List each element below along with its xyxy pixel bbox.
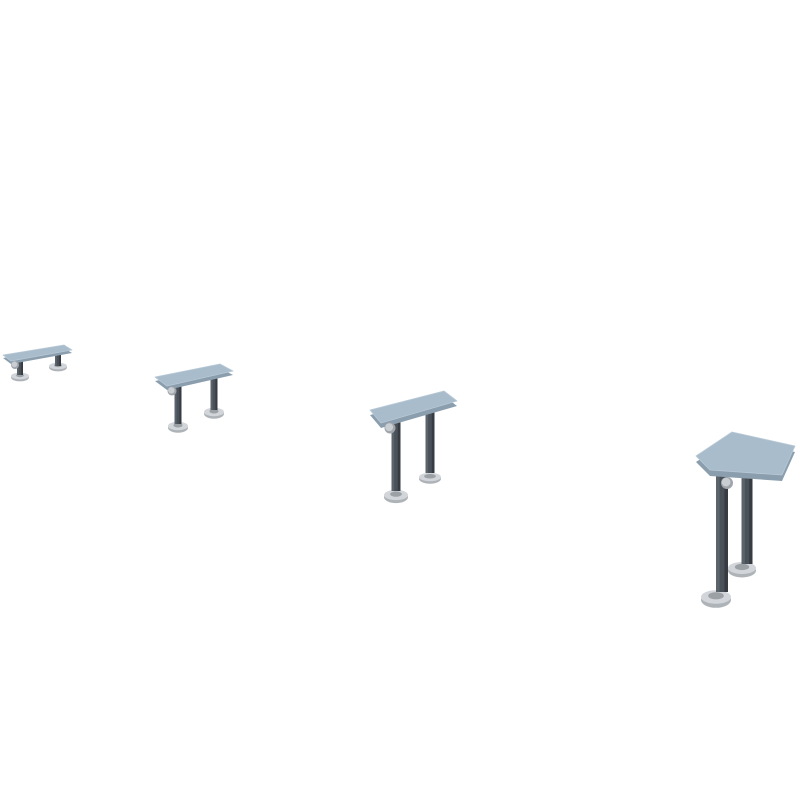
seat-top <box>369 390 458 424</box>
post-1 <box>2 344 73 382</box>
foot-plate-hub <box>734 563 750 571</box>
post-leg-shade <box>59 352 61 366</box>
foot-plate-hub <box>390 491 402 497</box>
clamp-bolt <box>721 477 731 487</box>
post-leg-highlight <box>55 352 57 366</box>
post-leg-highlight <box>425 403 429 473</box>
post-3 <box>369 390 458 504</box>
post-leg-shade <box>431 403 435 473</box>
clamp-bolt <box>11 361 18 368</box>
seat-top <box>695 431 796 476</box>
post-leg <box>425 403 435 473</box>
post-leg <box>55 352 61 366</box>
clamp-bolt <box>385 423 394 432</box>
post-leg <box>391 418 401 491</box>
post-leg <box>741 474 753 564</box>
post-leg-shade <box>179 385 182 424</box>
seat-top <box>2 344 73 362</box>
post-leg <box>210 371 218 410</box>
post-leg-highlight <box>174 385 177 424</box>
clamp-bolt <box>168 387 175 394</box>
post-leg-highlight <box>741 474 745 564</box>
foot-plate-hub <box>424 474 436 479</box>
post-leg-shade <box>215 371 218 410</box>
post-leg-shade <box>724 476 728 592</box>
post-leg-highlight <box>210 371 213 410</box>
post-4 <box>695 431 796 608</box>
foot-plate-hub <box>708 592 724 600</box>
seat-top <box>154 363 234 387</box>
post-leg <box>17 359 23 375</box>
post-leg-shade <box>749 474 753 564</box>
post-leg <box>174 385 182 424</box>
post-leg-shade <box>21 359 23 375</box>
post-leg-highlight <box>391 418 395 491</box>
post-leg-highlight <box>716 476 720 592</box>
post-2 <box>154 363 234 433</box>
post-leg-shade <box>397 418 401 491</box>
foot-plate-hub <box>173 423 183 428</box>
foot-plate-hub <box>209 409 219 414</box>
